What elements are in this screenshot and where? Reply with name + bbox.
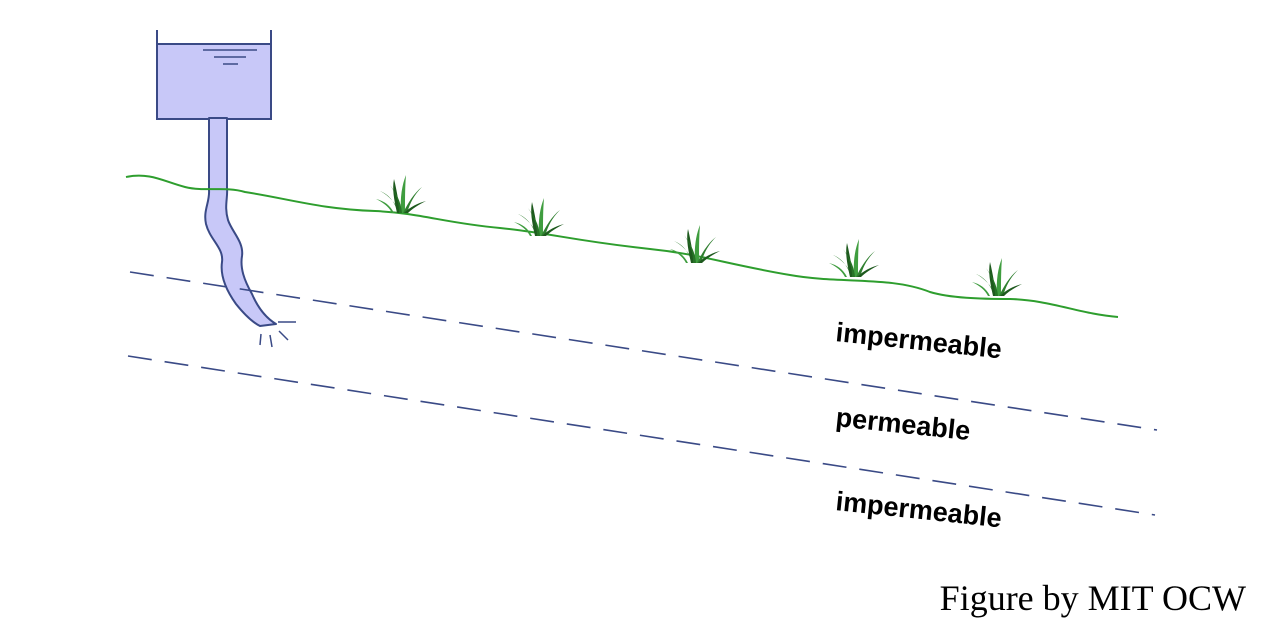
pipe	[204, 117, 296, 348]
grass-tuft-icon	[670, 225, 720, 263]
grass-tuft-icon	[376, 175, 426, 213]
ground-surface	[125, 174, 1119, 318]
grass-tuft-icon	[829, 239, 879, 277]
figure-credit: Figure by MIT OCW	[939, 578, 1246, 618]
grass-tuft-icon	[972, 258, 1022, 296]
lower-layer-label: impermeable	[834, 486, 1003, 533]
upper-layer-boundary	[129, 271, 1158, 431]
lower-layer-boundary	[127, 355, 1156, 516]
middle-layer-label: permeable	[834, 402, 971, 446]
upper-layer-label: impermeable	[834, 317, 1003, 364]
water-tank-icon	[156, 30, 272, 120]
